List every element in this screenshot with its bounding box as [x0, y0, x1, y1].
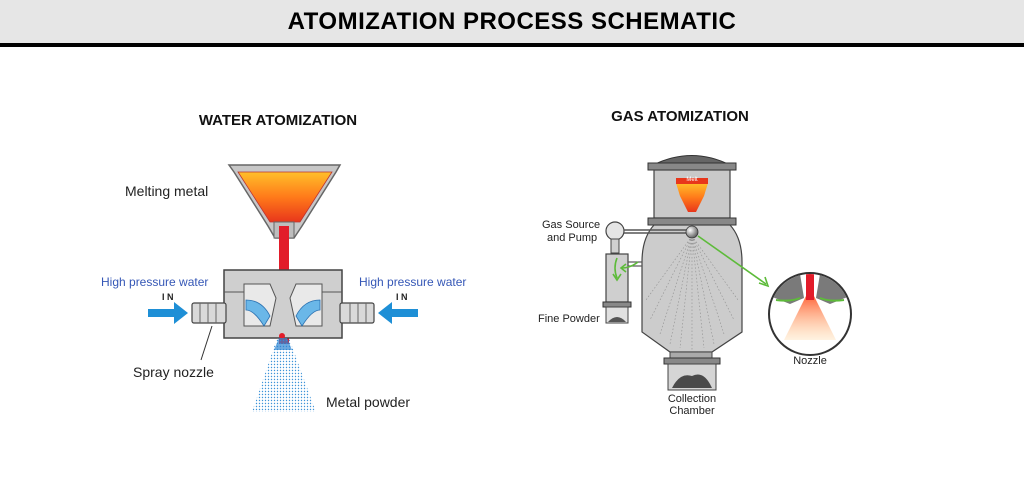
fine-powder-label: Fine Powder — [538, 313, 600, 325]
cyclone-separator — [602, 253, 642, 324]
left-water-fitting — [191, 302, 227, 324]
collection-label-line1: Collection — [668, 393, 716, 405]
water-spray-cone — [252, 338, 316, 412]
gas-spray-lines — [645, 235, 739, 350]
water-in-right-arrow-icon — [378, 302, 418, 324]
cyclone-down-arrow-icon — [614, 257, 618, 279]
melt-label: Melt — [686, 177, 698, 183]
page-title: ATOMIZATION PROCESS SCHEMATIC — [287, 8, 737, 35]
high-pressure-water-right-label: High pressure water — [359, 275, 466, 289]
nozzle-detail — [768, 272, 852, 356]
spray-nozzle-leader — [200, 325, 213, 361]
cyclone-inlet-arrow-icon — [621, 261, 639, 269]
in-left-label: I N — [162, 292, 174, 302]
gas-source-label-line1: Gas Source — [542, 219, 600, 231]
nozzle-label: Nozzle — [793, 355, 827, 367]
collection-label-line2: Chamber — [669, 405, 715, 417]
collection-chamber — [663, 357, 721, 391]
water-heading: WATER ATOMIZATION — [199, 112, 357, 129]
atomization-diagram: WATER ATOMIZATION Melting — [101, 108, 852, 417]
melting-metal-label: Melting metal — [125, 183, 208, 199]
high-pressure-water-left-label: High pressure water — [101, 275, 208, 289]
melt-chamber: Melt — [653, 169, 731, 219]
spray-nozzle-body — [223, 269, 343, 339]
spray-nozzle-label: Spray nozzle — [133, 364, 214, 380]
nozzle-callout-line — [697, 235, 767, 285]
gas-source-pump — [605, 221, 688, 254]
water-in-left-arrow-icon — [148, 302, 188, 324]
metal-powder-label: Metal powder — [326, 394, 410, 410]
gas-nozzle-ball — [685, 225, 699, 239]
gas-source-label-line2: and Pump — [547, 232, 597, 244]
title-bar: ATOMIZATION PROCESS SCHEMATIC — [0, 0, 1024, 47]
in-right-label: I N — [396, 292, 408, 302]
right-water-fitting — [339, 302, 375, 324]
gas-heading: GAS ATOMIZATION — [611, 108, 749, 125]
